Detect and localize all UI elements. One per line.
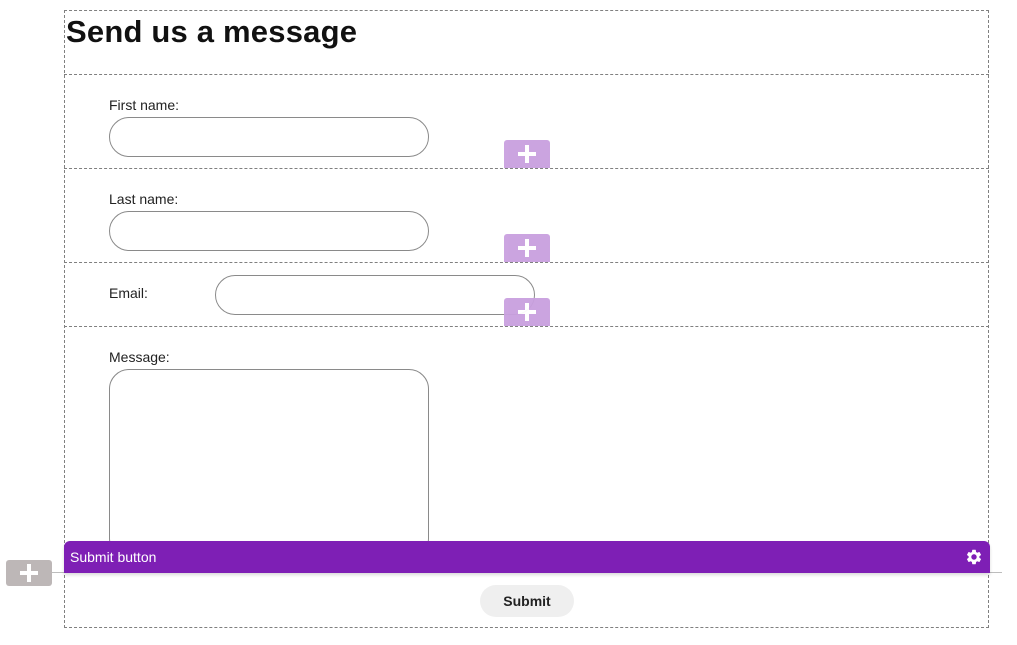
gear-icon[interactable] xyxy=(965,548,983,566)
last-name-label: Last name: xyxy=(109,191,179,207)
email-label: Email: xyxy=(109,285,148,301)
plus-icon xyxy=(518,145,536,163)
add-block-button[interactable] xyxy=(6,560,52,586)
message-label: Message: xyxy=(109,349,170,365)
toolbar-label: Submit button xyxy=(70,549,157,565)
element-toolbar: Submit button xyxy=(64,541,990,573)
submit-button[interactable]: Submit xyxy=(480,585,574,617)
section-divider xyxy=(64,74,989,75)
message-textarea[interactable] xyxy=(109,369,429,559)
section-divider xyxy=(64,262,989,263)
form-outline xyxy=(64,10,989,628)
email-input[interactable] xyxy=(215,275,535,315)
add-field-button[interactable] xyxy=(504,298,550,326)
section-divider xyxy=(64,326,989,327)
add-field-button[interactable] xyxy=(504,140,550,168)
plus-icon xyxy=(518,239,536,257)
last-name-input[interactable] xyxy=(109,211,429,251)
plus-icon xyxy=(518,303,536,321)
plus-icon xyxy=(20,564,38,582)
section-divider xyxy=(64,168,989,169)
form-title: Send us a message xyxy=(66,14,358,49)
first-name-input[interactable] xyxy=(109,117,429,157)
first-name-label: First name: xyxy=(109,97,180,113)
add-field-button[interactable] xyxy=(504,234,550,262)
